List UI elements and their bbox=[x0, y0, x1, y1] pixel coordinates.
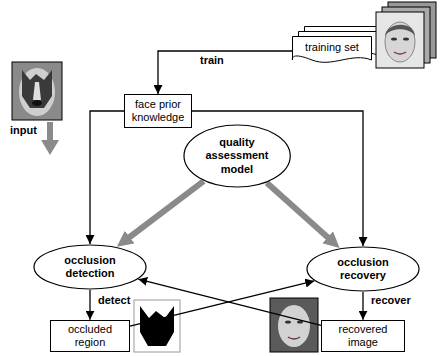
process-ellipse: occlusion detection bbox=[33, 244, 147, 290]
flow-arrow bbox=[89, 290, 90, 320]
ellipse-outline bbox=[34, 245, 146, 289]
node-label: face prior knowledge bbox=[128, 98, 188, 124]
training-photos bbox=[376, 2, 436, 68]
dog-stripe bbox=[33, 82, 41, 100]
face bbox=[19, 68, 55, 116]
influence-arrow bbox=[267, 183, 331, 240]
flow-arrow bbox=[90, 111, 124, 244]
photo bbox=[270, 298, 318, 352]
node-text: training set bbox=[305, 41, 359, 54]
process-box: recovered image bbox=[321, 320, 405, 352]
process-ellipse: occlusion recovery bbox=[306, 246, 420, 292]
process-box: occluded region bbox=[50, 320, 130, 352]
node-label: occlusion recovery bbox=[328, 256, 398, 282]
mask-image bbox=[134, 300, 180, 352]
arrow-head bbox=[41, 140, 59, 155]
node-label: recovered image bbox=[333, 323, 393, 349]
document-shape: training set bbox=[292, 36, 372, 66]
dog-nose bbox=[32, 100, 42, 106]
node-label: training set bbox=[305, 41, 359, 54]
node-text: recovered image bbox=[333, 323, 393, 349]
edge-label: recover bbox=[369, 294, 413, 307]
edge-label: detect bbox=[96, 294, 132, 307]
flow-arrow bbox=[158, 51, 292, 94]
dog-occluder bbox=[22, 70, 52, 108]
recovered-photo bbox=[270, 298, 318, 352]
eye bbox=[285, 320, 291, 323]
ellipse-outline bbox=[184, 125, 290, 187]
influence-arrow bbox=[126, 181, 203, 239]
mask-frame bbox=[134, 300, 180, 352]
node-text: occluded region bbox=[60, 323, 120, 349]
flow-arrow bbox=[138, 279, 321, 325]
node-label: occlusion detection bbox=[55, 254, 125, 280]
node-text: quality assessment model bbox=[201, 136, 273, 176]
process-ellipse: quality assessment model bbox=[183, 124, 291, 188]
mask-silhouette bbox=[140, 306, 174, 346]
hair bbox=[385, 25, 415, 36]
eye bbox=[391, 37, 397, 40]
node-label: occluded region bbox=[60, 323, 120, 349]
ellipse-outline bbox=[307, 247, 419, 291]
mouth bbox=[394, 52, 406, 54]
flow-arrow bbox=[130, 281, 314, 326]
face bbox=[278, 305, 310, 347]
process-box: face prior knowledge bbox=[124, 94, 192, 128]
node-text: occlusion detection bbox=[55, 254, 125, 280]
photo bbox=[376, 12, 424, 68]
input-arrow bbox=[41, 122, 59, 155]
node-text: face prior knowledge bbox=[128, 98, 188, 124]
eye bbox=[403, 37, 409, 40]
flow-arrow bbox=[362, 292, 363, 320]
node-text: occlusion recovery bbox=[328, 256, 398, 282]
edge-label: train bbox=[198, 54, 226, 67]
node-label: quality assessment model bbox=[201, 136, 273, 176]
mouth bbox=[288, 337, 300, 339]
document-outline bbox=[292, 37, 371, 63]
photo bbox=[12, 62, 62, 120]
arrow-shaft bbox=[47, 122, 53, 141]
face bbox=[385, 22, 415, 62]
input-label: input bbox=[8, 124, 39, 137]
input-photo bbox=[12, 62, 62, 120]
